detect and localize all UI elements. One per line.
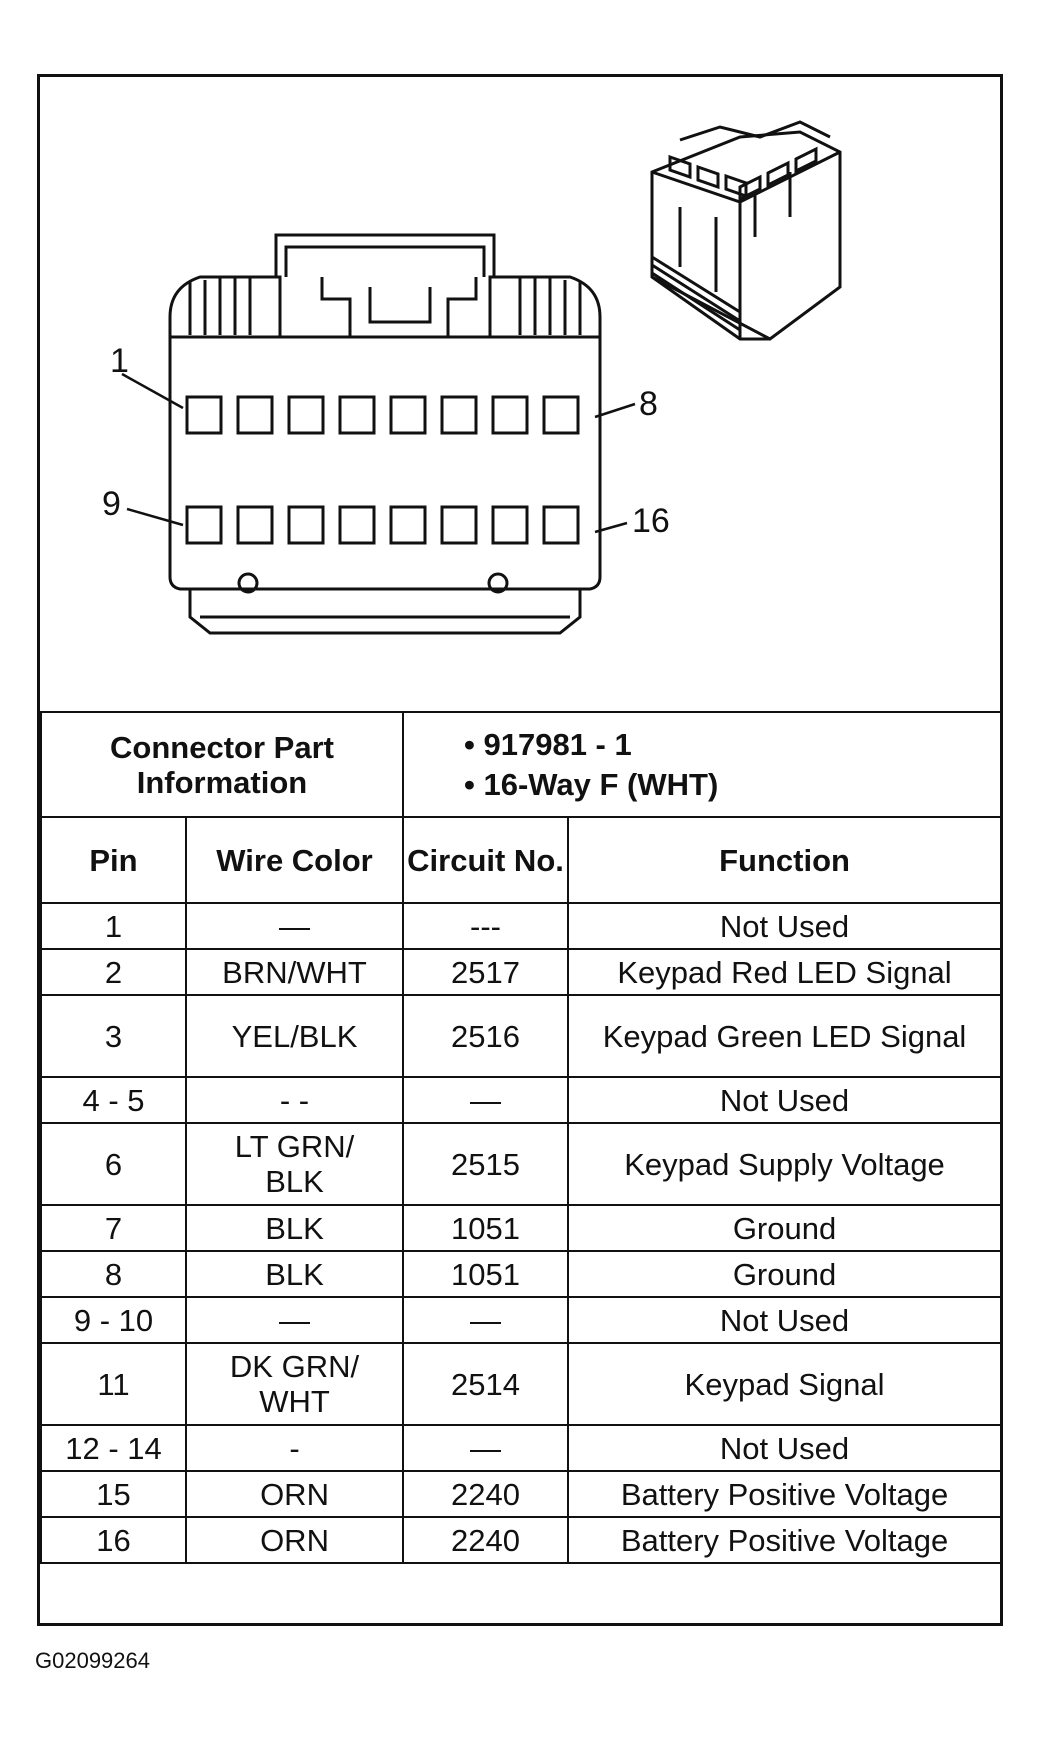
- function-cell: Keypad Green LED Signal: [567, 994, 1003, 1078]
- circuit-cell: —: [402, 1076, 570, 1124]
- connector-type: • 16-Way F (WHT): [464, 766, 719, 802]
- pin-cavity-15: [491, 505, 529, 545]
- wire-color-cell: —: [184, 1296, 405, 1344]
- function-cell: Battery Positive Voltage: [567, 1470, 1003, 1518]
- table-row: 4 - 5- -—Not Used: [40, 1076, 1003, 1124]
- connector-face-view: [121, 120, 842, 635]
- pin-cavity-8: [542, 395, 580, 435]
- function-cell: Not Used: [567, 1076, 1003, 1124]
- function-cell: Not Used: [567, 902, 1003, 950]
- circuit-cell: —: [402, 1296, 570, 1344]
- circuit-cell: 2240: [402, 1516, 570, 1564]
- pin-cavity-3: [287, 395, 325, 435]
- diagram-frame: 1 8 9 16 Connector Part Information • 91…: [37, 74, 1003, 1626]
- wire-color-cell: BRN/WHT: [184, 948, 405, 996]
- function-cell: Keypad Red LED Signal: [567, 948, 1003, 996]
- table-row: 12 - 14-—Not Used: [40, 1424, 1003, 1472]
- wire-color-cell: ORN: [184, 1516, 405, 1564]
- connector-info-row: Connector Part Information • 917981 - 1 …: [39, 711, 1003, 818]
- circuit-cell: ---: [402, 902, 570, 950]
- pin-cavity-10: [236, 505, 274, 545]
- table-row: 9 - 10——Not Used: [40, 1296, 1003, 1344]
- function-cell: Ground: [567, 1204, 1003, 1252]
- function-cell: Keypad Signal: [567, 1342, 1003, 1426]
- table-row: 1—---Not Used: [40, 902, 1003, 950]
- pin-8-label: 8: [639, 385, 658, 423]
- connector-part-number: • 917981 - 1: [464, 726, 632, 762]
- pin-cavity-11: [287, 505, 325, 545]
- wire-color-cell: BLK: [184, 1204, 405, 1252]
- wire-color-cell: YEL/BLK: [184, 994, 405, 1078]
- function-cell: Ground: [567, 1250, 1003, 1298]
- header-wire-color: Wire Color: [184, 816, 405, 904]
- circuit-cell: 1051: [402, 1204, 570, 1252]
- wire-color-cell: ORN: [184, 1470, 405, 1518]
- connector-isometric-view: [650, 120, 842, 341]
- pin-16-label: 16: [632, 502, 670, 540]
- circuit-cell: 2516: [402, 994, 570, 1078]
- table-header-row: Pin Wire Color Circuit No. Function: [40, 816, 1003, 904]
- pin-cavity-13: [389, 505, 427, 545]
- circuit-cell: —: [402, 1424, 570, 1472]
- connector-drawing: 1 8 9 16: [40, 77, 1000, 711]
- pin-1-label: 1: [110, 342, 129, 380]
- pin-cavity-6: [440, 395, 478, 435]
- figure-id: G02099264: [35, 1648, 150, 1673]
- wire-color-cell: LT GRN/ BLK: [184, 1122, 405, 1206]
- pin-cavity-9: [185, 505, 223, 545]
- pin-cell: 2: [40, 948, 187, 996]
- function-cell: Not Used: [567, 1296, 1003, 1344]
- header-circuit-no: Circuit No.: [402, 816, 570, 904]
- wire-color-cell: -: [184, 1424, 405, 1472]
- pin-cell: 9 - 10: [40, 1296, 187, 1344]
- pin-cavity-5: [389, 395, 427, 435]
- wire-color-cell: —: [184, 902, 405, 950]
- pin-cavity-16: [542, 505, 580, 545]
- pin-cell: 15: [40, 1470, 187, 1518]
- pin-cell: 3: [40, 994, 187, 1078]
- circuit-cell: 2515: [402, 1122, 570, 1206]
- wire-color-cell: DK GRN/ WHT: [184, 1342, 405, 1426]
- circuit-cell: 2514: [402, 1342, 570, 1426]
- pin-cell: 4 - 5: [40, 1076, 187, 1124]
- pin-cell: 6: [40, 1122, 187, 1206]
- function-cell: Not Used: [567, 1424, 1003, 1472]
- pin-cavity-7: [491, 395, 529, 435]
- pin-cell: 7: [40, 1204, 187, 1252]
- header-function: Function: [567, 816, 1003, 904]
- wire-color-cell: - -: [184, 1076, 405, 1124]
- connector-info-list: • 917981 - 1 • 16-Way F (WHT): [402, 711, 1003, 818]
- wire-color-cell: BLK: [184, 1250, 405, 1298]
- pin-cell: 11: [40, 1342, 187, 1426]
- connector-info-label: Connector Part Information: [39, 711, 405, 818]
- circuit-cell: 2517: [402, 948, 570, 996]
- pin-cell: 16: [40, 1516, 187, 1564]
- pin-cell: 12 - 14: [40, 1424, 187, 1472]
- pin-cavity-14: [440, 505, 478, 545]
- pin-cavity-1: [185, 395, 223, 435]
- circuit-cell: 2240: [402, 1470, 570, 1518]
- circuit-cell: 1051: [402, 1250, 570, 1298]
- header-pin: Pin: [40, 816, 187, 904]
- pin-cell: 1: [40, 902, 187, 950]
- leader-line-pin-1: [121, 372, 184, 410]
- pin-cavity-4: [338, 395, 376, 435]
- pin-cavity-2: [236, 395, 274, 435]
- pinout-table: Connector Part Information • 917981 - 1 …: [39, 711, 1003, 1564]
- pin-9-label: 9: [102, 485, 121, 523]
- function-cell: Battery Positive Voltage: [567, 1516, 1003, 1564]
- function-cell: Keypad Supply Voltage: [567, 1122, 1003, 1206]
- pin-cavity-12: [338, 505, 376, 545]
- pin-cell: 8: [40, 1250, 187, 1298]
